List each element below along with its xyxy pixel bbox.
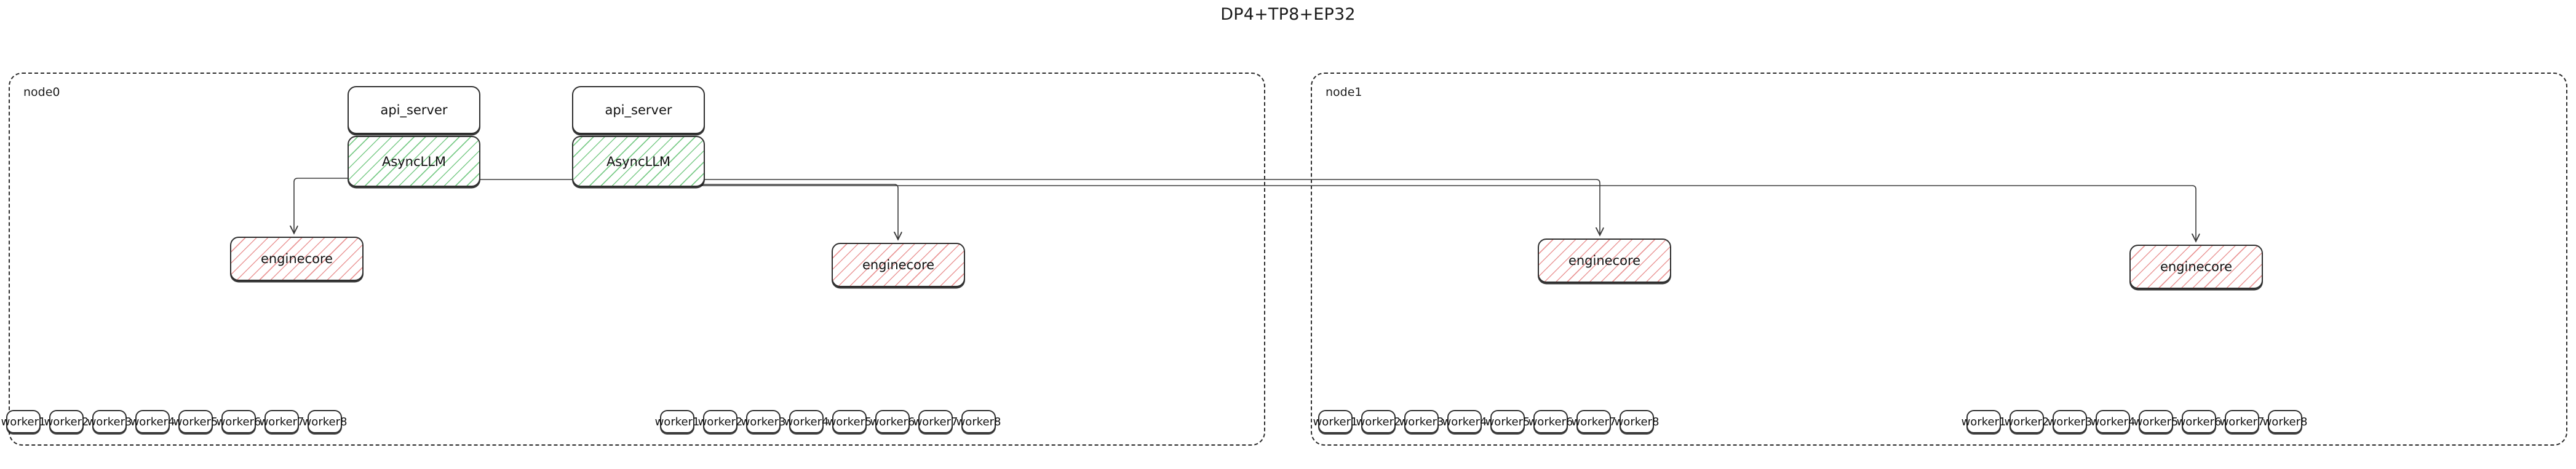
enginecore-label: enginecore — [2160, 259, 2233, 274]
api-server-box-2[interactable]: api_server — [572, 86, 705, 134]
worker-label: worker8 — [1614, 415, 1660, 428]
worker-chip[interactable]: worker5 — [1485, 410, 1530, 433]
worker-chip[interactable]: worker2 — [2005, 410, 2049, 433]
asyncllm-label: AsyncLLM — [606, 154, 671, 169]
enginecore-label: enginecore — [260, 251, 333, 266]
worker-chip[interactable]: worker3 — [741, 410, 785, 433]
worker-chip[interactable]: worker1 — [655, 410, 699, 433]
worker-label: worker6 — [1528, 415, 1573, 428]
worker-label: worker3 — [1399, 415, 1444, 428]
worker-chip[interactable]: worker3 — [1399, 410, 1444, 433]
worker-chip[interactable]: worker8 — [303, 410, 347, 433]
worker-label: worker4 — [1442, 415, 1487, 428]
worker-chip[interactable]: worker8 — [956, 410, 1001, 433]
cluster-node1 — [1311, 73, 2567, 446]
worker-label: worker2 — [698, 415, 743, 428]
worker-chip[interactable]: worker1 — [1, 410, 46, 433]
api-server-label: api_server — [605, 103, 672, 117]
enginecore-box-1[interactable]: enginecore — [230, 237, 364, 281]
asyncllm-box-2[interactable]: AsyncLLM — [572, 136, 705, 187]
worker-label: worker2 — [2004, 415, 2049, 428]
worker-chip[interactable]: worker7 — [2220, 410, 2264, 433]
worker-chip[interactable]: worker6 — [2177, 410, 2221, 433]
cluster-node0-label: node0 — [23, 85, 60, 99]
worker-chip[interactable]: worker8 — [2263, 410, 2307, 433]
worker-label: worker7 — [2219, 415, 2265, 428]
api-server-label: api_server — [380, 103, 448, 117]
api-server-box-1[interactable]: api_server — [348, 86, 480, 134]
worker-chip[interactable]: worker6 — [870, 410, 915, 433]
worker-label: worker3 — [741, 415, 786, 428]
worker-chip[interactable]: worker2 — [44, 410, 89, 433]
asyncllm-label: AsyncLLM — [381, 154, 447, 169]
worker-chip[interactable]: worker5 — [2134, 410, 2178, 433]
worker-label: worker5 — [827, 415, 872, 428]
worker-chip[interactable]: worker1 — [1962, 410, 2006, 433]
page-title: DP4+TP8+EP32 — [1220, 5, 1356, 24]
worker-label: worker5 — [1485, 415, 1530, 428]
worker-chip[interactable]: worker5 — [173, 410, 218, 433]
enginecore-box-3[interactable]: enginecore — [1538, 238, 1671, 283]
worker-chip[interactable]: worker7 — [913, 410, 958, 433]
worker-label: worker1 — [1961, 415, 2006, 428]
enginecore-box-2[interactable]: enginecore — [832, 243, 965, 287]
worker-chip[interactable]: worker3 — [2048, 410, 2092, 433]
worker-label: worker1 — [654, 415, 700, 428]
worker-chip[interactable]: worker4 — [1442, 410, 1487, 433]
worker-label: worker8 — [2262, 415, 2308, 428]
enginecore-label: enginecore — [1568, 253, 1641, 268]
worker-label: worker2 — [44, 415, 89, 428]
worker-chip[interactable]: worker8 — [1615, 410, 1659, 433]
worker-label: worker8 — [302, 415, 348, 428]
worker-label: worker4 — [784, 415, 829, 428]
worker-label: worker3 — [87, 415, 132, 428]
worker-label: worker3 — [2047, 415, 2093, 428]
enginecore-label: enginecore — [862, 258, 935, 272]
worker-label: worker1 — [1313, 415, 1358, 428]
worker-label: worker5 — [2133, 415, 2179, 428]
worker-chip[interactable]: worker4 — [130, 410, 175, 433]
worker-chip[interactable]: worker2 — [698, 410, 742, 433]
worker-label: worker8 — [956, 415, 1001, 428]
worker-label: worker7 — [1571, 415, 1616, 428]
cluster-node0 — [9, 73, 1265, 446]
worker-label: worker6 — [870, 415, 915, 428]
worker-chip[interactable]: worker7 — [260, 410, 304, 433]
worker-label: worker7 — [913, 415, 958, 428]
worker-label: worker4 — [130, 415, 175, 428]
worker-label: worker6 — [2176, 415, 2222, 428]
worker-chip[interactable]: worker4 — [784, 410, 829, 433]
worker-label: worker1 — [1, 415, 46, 428]
worker-label: worker7 — [259, 415, 304, 428]
worker-chip[interactable]: worker1 — [1313, 410, 1358, 433]
worker-label: worker5 — [173, 415, 218, 428]
worker-chip[interactable]: worker2 — [1356, 410, 1401, 433]
enginecore-box-4[interactable]: enginecore — [2129, 245, 2263, 289]
worker-chip[interactable]: worker7 — [1572, 410, 1616, 433]
worker-chip[interactable]: worker5 — [827, 410, 872, 433]
asyncllm-box-1[interactable]: AsyncLLM — [348, 136, 480, 187]
worker-chip[interactable]: worker4 — [2091, 410, 2135, 433]
cluster-node1-label: node1 — [1326, 85, 1362, 99]
worker-chip[interactable]: worker6 — [1529, 410, 1573, 433]
worker-label: worker6 — [216, 415, 261, 428]
worker-label: worker4 — [2090, 415, 2136, 428]
worker-chip[interactable]: worker6 — [217, 410, 261, 433]
worker-chip[interactable]: worker3 — [87, 410, 132, 433]
worker-label: worker2 — [1356, 415, 1401, 428]
